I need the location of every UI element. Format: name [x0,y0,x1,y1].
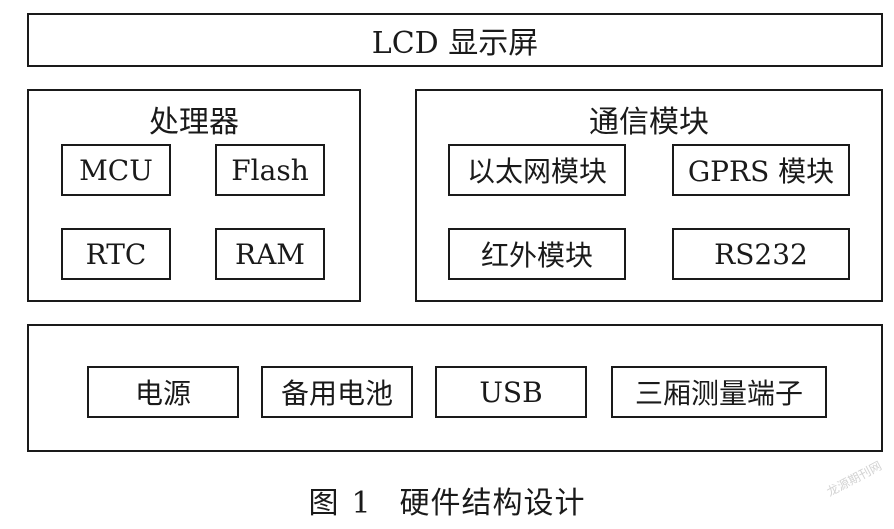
ethernet-box: 以太网模块 [448,144,626,196]
backup-battery-label: 备用电池 [280,377,393,410]
gprs-box: GPRS 模块 [672,144,850,196]
caption-prefix: 图 [308,486,340,521]
caption-number: 1 [351,486,372,521]
usb-label: USB [479,375,543,409]
ram-label: RAM [235,237,305,271]
infrared-label: 红外模块 [480,239,593,272]
ethernet-label: 以太网模块 [466,155,607,188]
lcd-display-label: LCD 显示屏 [371,26,539,61]
backup-battery-box: 备用电池 [261,366,413,418]
gprs-label: GPRS 模块 [687,155,835,188]
ram-box: RAM [215,228,325,280]
processor-title: 处理器 [149,105,239,140]
measurement-terminal-label: 三厢测量端子 [634,377,803,410]
rtc-label: RTC [85,237,147,271]
comm-title: 通信模块 [589,105,709,140]
rs232-box: RS232 [672,228,850,280]
mcu-label: MCU [79,153,153,187]
usb-box: USB [435,366,587,418]
rs232-label: RS232 [714,237,808,271]
lcd-display-box: LCD 显示屏 [27,13,883,67]
flash-label: Flash [231,153,309,187]
power-supply-box: 电源 [87,366,239,418]
rtc-box: RTC [61,228,171,280]
mcu-box: MCU [61,144,171,196]
caption-text: 硬件结构设计 [399,486,586,521]
power-supply-label: 电源 [134,377,191,410]
flash-box: Flash [215,144,325,196]
infrared-box: 红外模块 [448,228,626,280]
measurement-terminal-box: 三厢测量端子 [611,366,827,418]
